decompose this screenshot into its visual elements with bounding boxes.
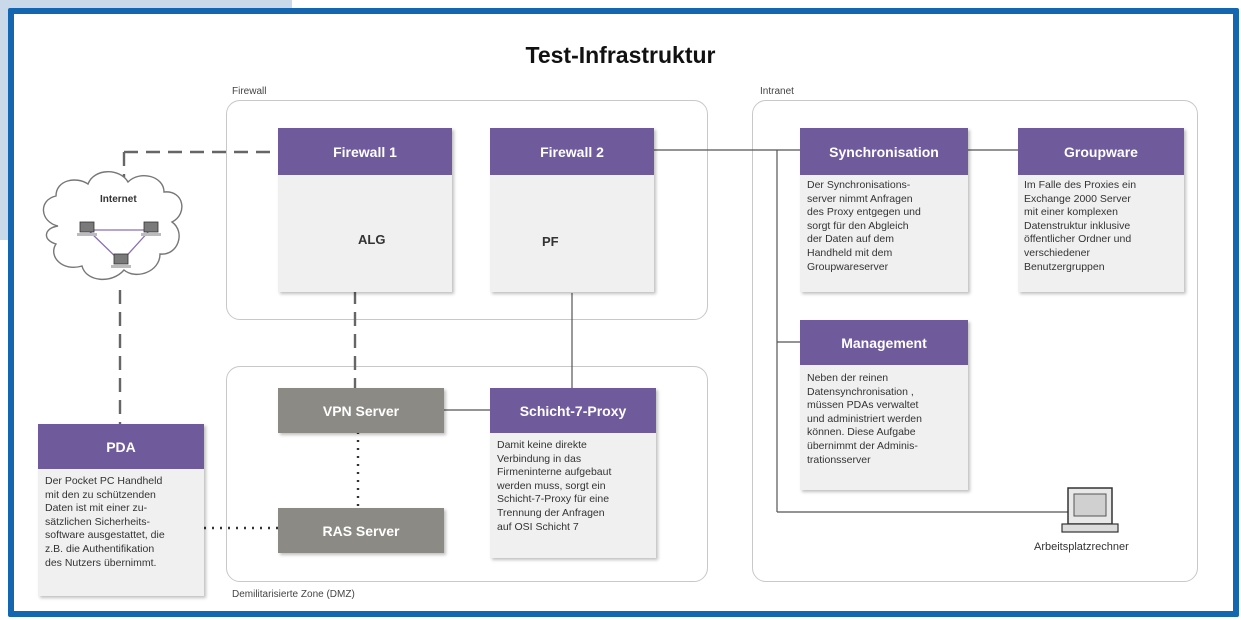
groupware-box: Groupware Im Falle des Proxies ein Excha…	[1018, 128, 1184, 292]
pda-description: Der Pocket PC Handheld mit den zu schütz…	[45, 475, 165, 570]
management-line: Datensynchronisation ,	[807, 385, 914, 398]
proxy-line: Verbindung in das	[497, 452, 582, 465]
proxy-line: werden muss, sorgt ein	[497, 479, 606, 492]
management-header: Management	[800, 320, 968, 365]
proxy-box: Schicht-7-Proxy Damit keine direkte Verb…	[490, 388, 656, 558]
pda-header: PDA	[38, 424, 204, 469]
management-description: Neben der reinen Datensynchronisation , …	[807, 372, 922, 467]
sync-line: des Proxy entgegen und	[807, 206, 921, 219]
firewall-2-pf-label: PF	[542, 234, 559, 249]
firewall-1-header: Firewall 1	[278, 128, 452, 175]
groupware-header: Groupware	[1018, 128, 1184, 175]
pda-line: sätzlichen Sicherheits-	[45, 515, 151, 528]
synchronisation-description: Der Synchronisations- server nimmt Anfra…	[807, 179, 921, 274]
internet-label: Internet	[100, 194, 137, 205]
synchronisation-box: Synchronisation Der Synchronisations- se…	[800, 128, 968, 292]
proxy-line: Damit keine direkte	[497, 439, 587, 451]
firewall-1-alg-label: ALG	[358, 232, 386, 247]
internet-cloud-icon	[42, 171, 183, 280]
pda-line: z.B. die Authentifikation	[45, 542, 155, 555]
intranet-zone-label: Intranet	[760, 86, 794, 97]
firewall-2-box: Firewall 2	[490, 128, 654, 292]
pda-line: des Nutzers übernimmt.	[45, 556, 157, 569]
vpn-server-node: VPN Server	[278, 388, 444, 433]
pda-line: Daten ist mit einer zu-	[45, 502, 148, 515]
sync-line: Der Synchronisations-	[807, 179, 911, 191]
sync-line: sorgt für den Abgleich	[807, 219, 909, 232]
proxy-line: Firmeninterne aufgebaut	[497, 466, 612, 479]
workstation-label: Arbeitsplatzrechner	[1034, 541, 1129, 553]
pda-box: PDA Der Pocket PC Handheld mit den zu sc…	[38, 424, 204, 596]
firewall-2-header: Firewall 2	[490, 128, 654, 175]
firewall-1-box: Firewall 1	[278, 128, 452, 292]
proxy-line: Trennung der Anfragen	[497, 506, 605, 519]
groupware-line: Im Falle des Proxies ein	[1024, 179, 1137, 191]
dmz-zone-label: Demilitarisierte Zone (DMZ)	[232, 589, 355, 600]
pda-line: Der Pocket PC Handheld	[45, 475, 163, 487]
groupware-line: verschiedener	[1024, 246, 1090, 259]
firewall-zone-label: Firewall	[232, 86, 267, 97]
proxy-line: auf OSI Schicht 7	[497, 520, 579, 533]
groupware-line: Exchange 2000 Server	[1024, 192, 1131, 205]
workstation-computer-icon	[1061, 487, 1119, 533]
groupware-line: mit einer komplexen	[1024, 206, 1118, 219]
sync-line: Groupwareserver	[807, 260, 889, 273]
management-line: können. Diese Aufgabe	[807, 426, 916, 439]
pda-line: software ausgestattet, die	[45, 529, 165, 542]
groupware-description: Im Falle des Proxies ein Exchange 2000 S…	[1024, 179, 1136, 274]
proxy-line: Schicht-7-Proxy für eine	[497, 493, 610, 506]
groupware-line: Datenstruktur inklusive	[1024, 219, 1131, 232]
management-line: und administriert werden	[807, 412, 922, 425]
management-line: Neben der reinen	[807, 372, 889, 384]
management-line: müssen PDAs verwaltet	[807, 399, 919, 412]
management-box: Management Neben der reinen Datensynchro…	[800, 320, 968, 490]
management-line: übernimmt der Adminis-	[807, 439, 918, 452]
sync-line: Handheld mit dem	[807, 246, 893, 259]
ras-server-node: RAS Server	[278, 508, 444, 553]
diagram-title: Test-Infrastruktur	[525, 42, 716, 68]
synchronisation-header: Synchronisation	[800, 128, 968, 175]
proxy-description: Damit keine direkte Verbindung in das Fi…	[497, 439, 611, 534]
groupware-line: Benutzergruppen	[1024, 260, 1105, 273]
groupware-line: öffentlicher Ordner und	[1024, 233, 1132, 246]
proxy-header: Schicht-7-Proxy	[490, 388, 656, 433]
sync-line: server nimmt Anfragen	[807, 192, 913, 205]
sync-line: der Daten auf dem	[807, 233, 894, 246]
pda-line: mit den zu schützenden	[45, 488, 156, 501]
management-line: trationsserver	[807, 453, 871, 466]
